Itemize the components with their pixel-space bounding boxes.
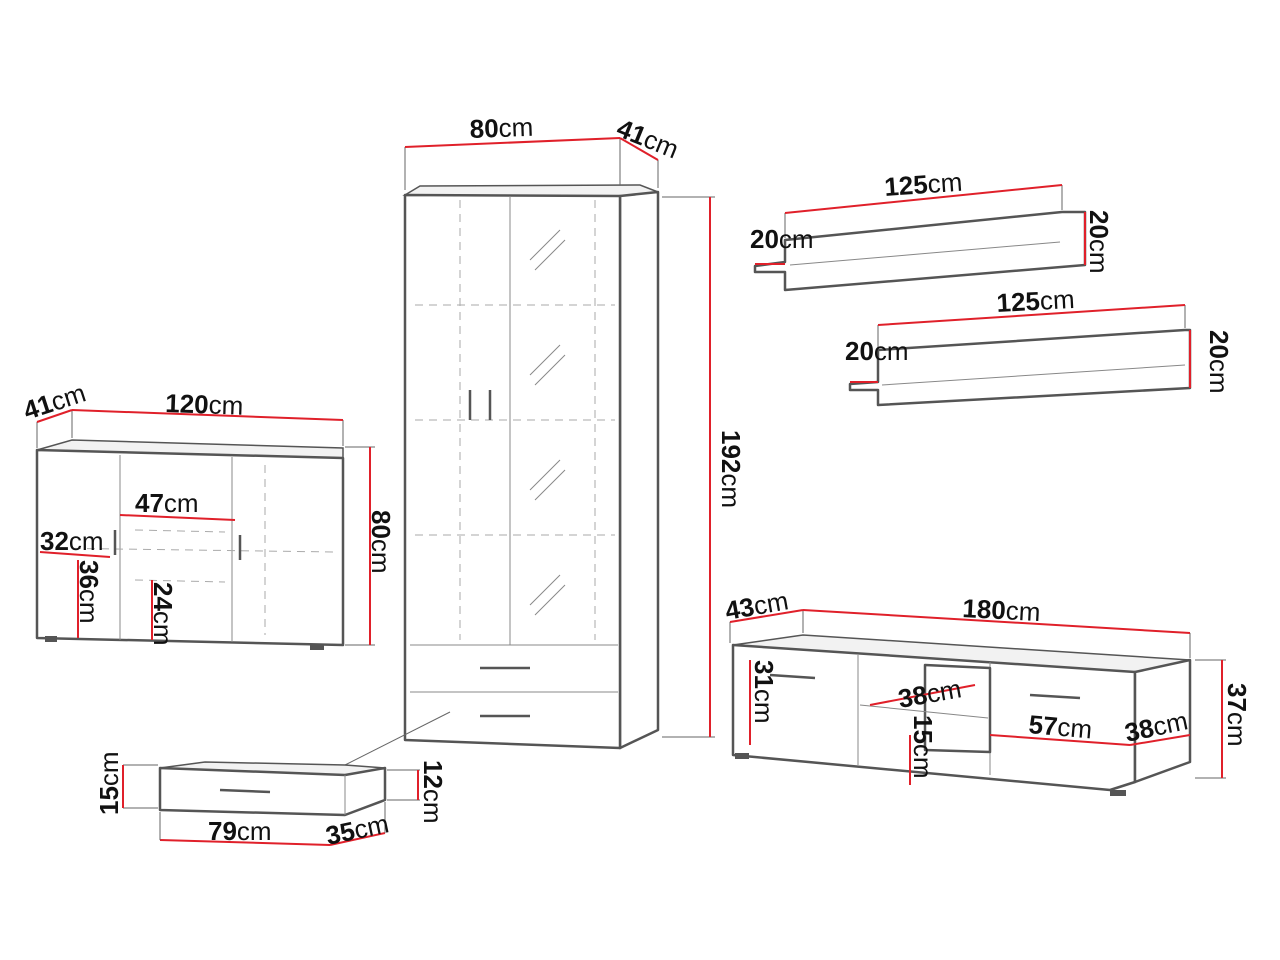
tall-cabinet xyxy=(344,137,715,766)
cabinet-height-label: 192cm xyxy=(716,430,746,508)
tv-stand-depth-label: 43cm xyxy=(723,585,791,626)
shelf-bottom-width-label: 125cm xyxy=(996,284,1076,318)
tv-stand-niche-depth-label: 38cm xyxy=(896,673,964,714)
sideboard-depth-label: 41cm xyxy=(20,378,90,426)
drawer-width-label: 79cm xyxy=(208,816,272,846)
shelf-top-height-label: 20cm xyxy=(1084,210,1114,274)
drawer-inner-height-label: 12cm xyxy=(418,760,448,824)
shelf-bottom-height-label: 20cm xyxy=(1204,330,1234,394)
drawer-depth-label: 35cm xyxy=(323,808,391,851)
sideboard-height-label: 80cm xyxy=(366,510,396,574)
drawer xyxy=(122,761,420,846)
sideboard-width-label: 120cm xyxy=(165,388,244,421)
tv-stand-height-label: 37cm xyxy=(1222,683,1252,747)
wall-shelf-bottom xyxy=(848,304,1192,407)
tv-stand-inner-height-label: 31cm xyxy=(749,660,779,724)
tv-stand-width-label: 180cm xyxy=(962,593,1042,627)
tv-stand xyxy=(729,609,1226,796)
sideboard xyxy=(35,409,375,650)
shelf-bottom-depth-label: 20cm xyxy=(845,336,909,366)
cabinet-depth-label: 41cm xyxy=(613,113,683,165)
drawer-front-height-label: 15cm xyxy=(94,751,124,815)
tv-stand-drawer-width-label: 57cm xyxy=(1027,709,1093,744)
shelf-top-width-label: 125cm xyxy=(883,167,963,202)
tv-stand-drawer-depth-label: 38cm xyxy=(1122,705,1190,748)
cabinet-width-label: 80cm xyxy=(469,112,534,144)
sideboard-center-height-label: 24cm xyxy=(148,582,178,646)
sideboard-side-height-label: 36cm xyxy=(74,560,104,624)
sideboard-inner-width-label: 47cm xyxy=(135,488,199,518)
tv-stand-niche-height-label: 15cm xyxy=(908,715,938,779)
sideboard-shelf-depth-label: 32cm xyxy=(40,526,104,556)
wall-shelf-top xyxy=(753,184,1087,292)
shelf-top-depth-label: 20cm xyxy=(750,224,814,254)
